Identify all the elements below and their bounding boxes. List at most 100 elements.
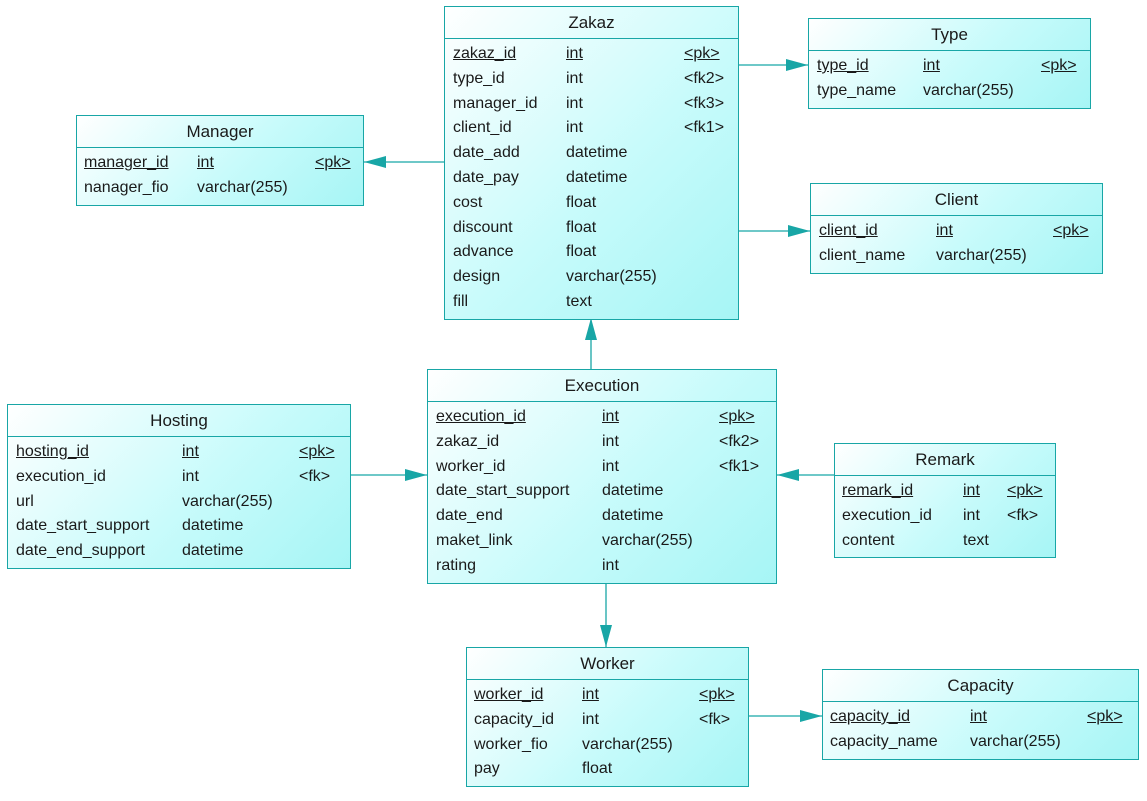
attribute-key: <pk> — [299, 443, 335, 460]
attribute-name: capacity_id — [830, 708, 911, 725]
attribute-type: varchar(255) — [182, 492, 273, 510]
attribute-key: <fk3> — [684, 94, 725, 112]
entity-title: Execution — [428, 370, 776, 402]
relationship-execution-to-zakaz — [585, 318, 597, 369]
attribute-name: design — [453, 268, 501, 286]
arrowhead-icon — [585, 318, 597, 340]
attribute-name: content — [842, 531, 895, 549]
attribute-type: int — [566, 45, 583, 62]
attribute-type: datetime — [602, 507, 664, 525]
attribute-name: type_id — [817, 57, 869, 74]
attribute-key: <fk> — [1007, 506, 1039, 524]
arrowhead-icon — [405, 469, 427, 481]
arrowhead-icon — [800, 710, 822, 722]
relationship-zakaz-to-type — [739, 59, 808, 71]
relationship-execution-to-worker — [600, 582, 612, 647]
attribute-name: date_add — [453, 144, 520, 162]
attribute-type: text — [566, 292, 592, 310]
attribute-type: int — [936, 222, 953, 239]
attribute-name: capacity_name — [830, 732, 938, 750]
attribute-key: <fk1> — [719, 457, 760, 475]
attribute-name: worker_fio — [474, 735, 548, 753]
relationship-worker-to-capacity — [749, 710, 822, 722]
attribute-type: varchar(255) — [602, 531, 693, 549]
attribute-name: execution_id — [16, 467, 106, 485]
attribute-key: <pk> — [1053, 222, 1089, 239]
attribute-type: text — [963, 531, 989, 549]
attribute-name: zakaz_id — [453, 45, 517, 62]
arrowhead-icon — [364, 156, 386, 168]
arrowhead-icon — [777, 469, 799, 481]
attribute-key: <fk> — [299, 467, 331, 485]
attribute-type: int — [582, 710, 599, 728]
attribute-type: int — [182, 443, 199, 460]
attribute-type: int — [566, 119, 583, 137]
relationship-zakaz-to-client — [739, 225, 810, 237]
attribute-name: type_id — [453, 69, 505, 87]
attribute-type: int — [566, 69, 583, 87]
attribute-name: url — [16, 492, 34, 510]
attribute-name: cost — [453, 193, 483, 211]
attribute-type: varchar(255) — [923, 81, 1014, 99]
attribute-name: date_end_support — [16, 542, 145, 560]
attribute-name: type_name — [817, 81, 897, 99]
attribute-name: manager_id — [84, 154, 169, 171]
attribute-name: date_pay — [453, 168, 519, 186]
attribute-name: client_id — [819, 222, 878, 239]
attribute-row: design varchar(255) — [452, 265, 731, 290]
attribute-name: execution_id — [436, 408, 526, 425]
attribute-type: datetime — [182, 517, 244, 535]
attribute-name: remark_id — [842, 482, 914, 499]
attribute-type: varchar(255) — [566, 268, 657, 286]
attribute-type: int — [602, 408, 619, 425]
attribute-key: <fk2> — [684, 69, 725, 87]
attribute-row: type_name varchar(255) — [816, 79, 1083, 104]
attribute-name: worker_id — [474, 686, 544, 703]
attribute-key: <fk1> — [684, 119, 725, 137]
entity-title: Manager — [77, 116, 363, 148]
attribute-key: <pk> — [1041, 57, 1077, 74]
attribute-type: int — [963, 482, 980, 499]
attribute-name: discount — [453, 218, 513, 236]
attribute-key: <pk> — [1087, 708, 1123, 725]
relationship-hosting-to-execution — [351, 469, 427, 481]
attribute-type: int — [970, 708, 987, 725]
attribute-row: url varchar(255) — [15, 490, 343, 515]
attribute-name: zakaz_id — [436, 432, 500, 450]
attribute-name: date_start_support — [436, 482, 570, 500]
